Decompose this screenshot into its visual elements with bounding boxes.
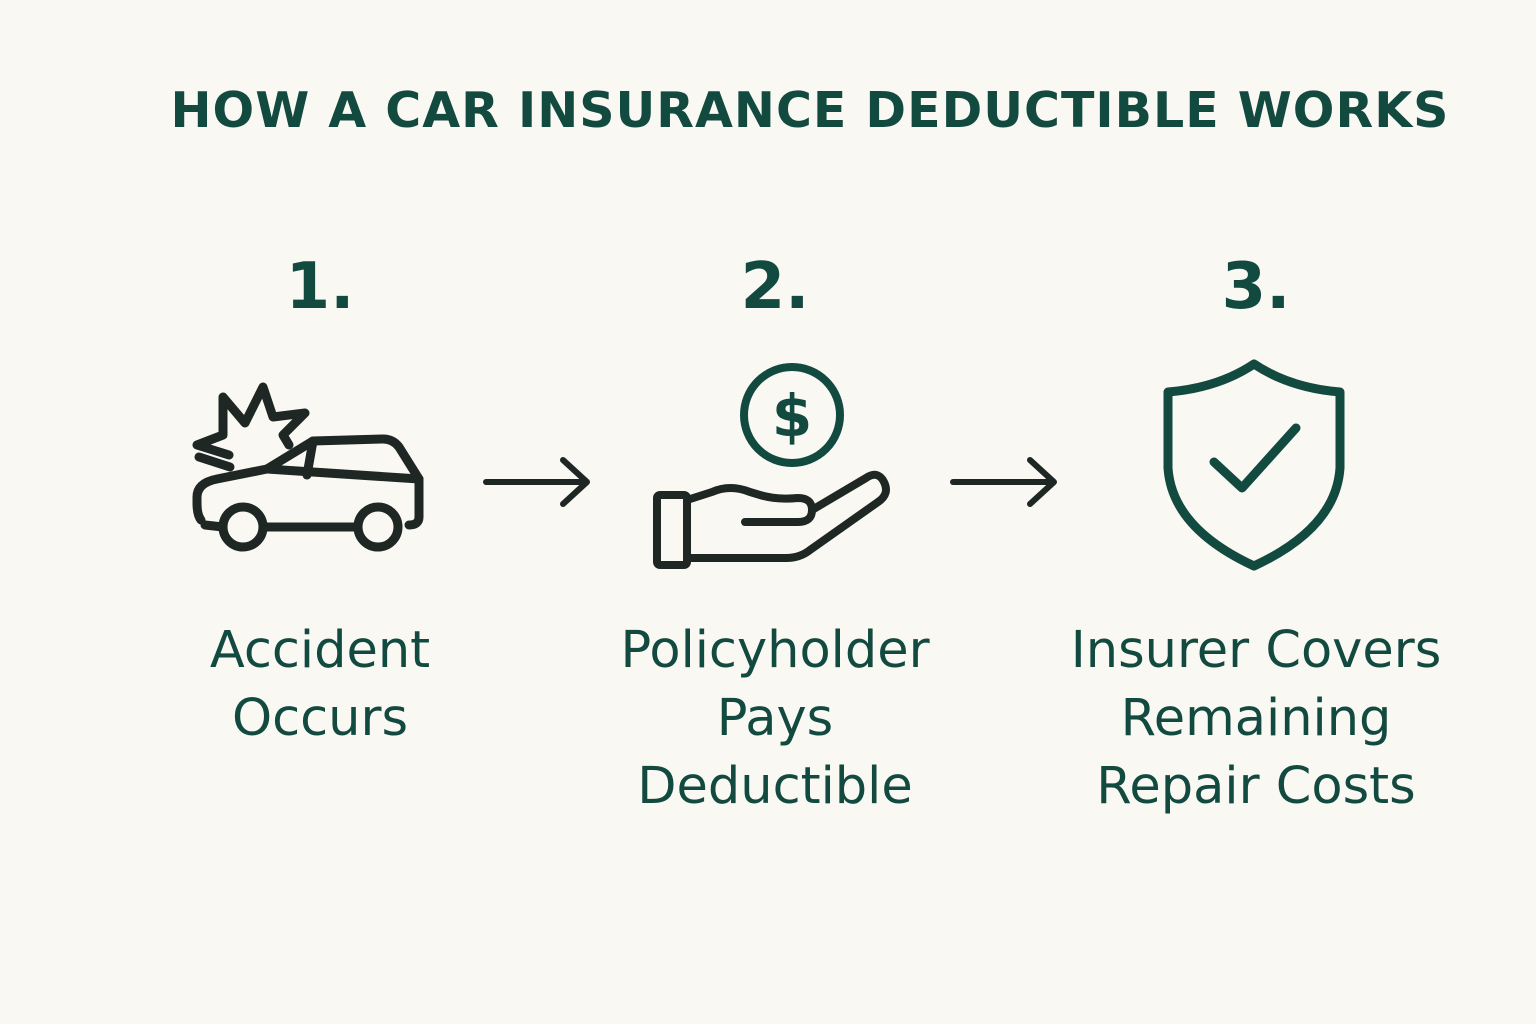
step-1-label: Accident Occurs <box>209 621 431 748</box>
step-3-label: Insurer Covers Remaining Repair Costs <box>1070 621 1442 816</box>
car-crash-icon <box>185 375 430 565</box>
svg-text:$: $ <box>772 382 812 450</box>
diagram-title: HOW A CAR INSURANCE DEDUCTIBLE WORKS <box>170 82 1450 139</box>
step-2-label: Policyholder Pays Deductible <box>620 621 930 816</box>
step-3-number: 3. <box>1221 250 1291 324</box>
step-2-number: 2. <box>740 250 810 324</box>
arrow-right-icon <box>483 455 593 509</box>
shield-check-icon <box>1158 358 1350 574</box>
step-1-number: 1. <box>285 250 355 324</box>
hand-dollar-icon: $ <box>650 360 895 575</box>
arrow-right-icon <box>950 455 1060 509</box>
